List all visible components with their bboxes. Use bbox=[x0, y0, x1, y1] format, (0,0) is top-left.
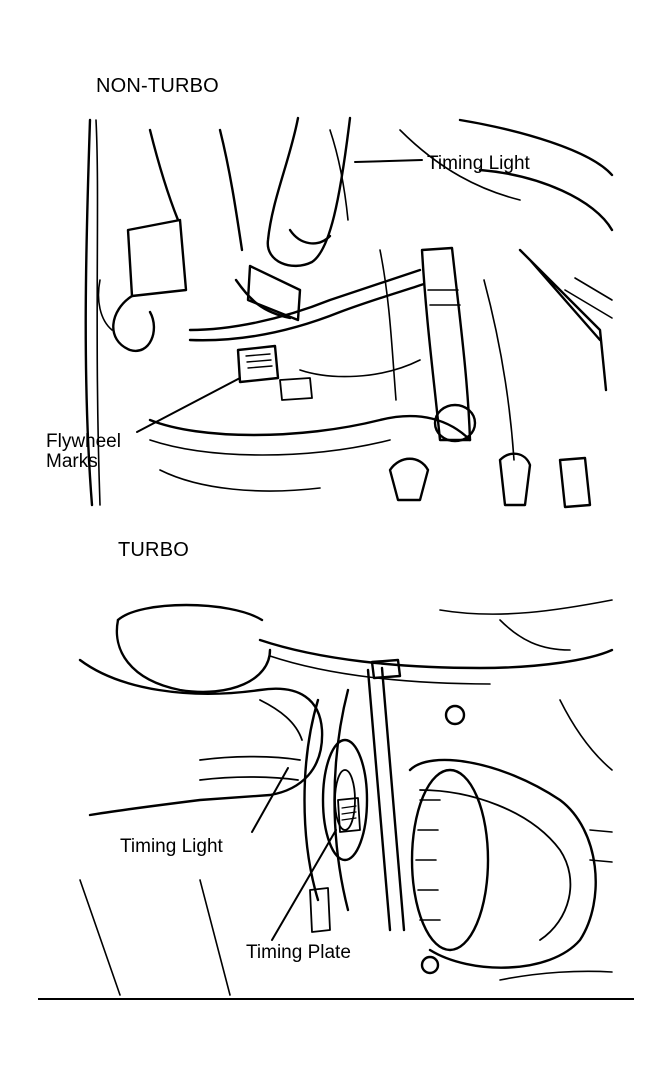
flywheel-marks-line-1: Flywheel bbox=[46, 431, 121, 452]
turbo-timing-light-label: Timing Light bbox=[120, 836, 223, 857]
turbo-timing-plate-label: Timing Plate bbox=[246, 942, 351, 963]
non-turbo-flywheel-marks-label: Flywheel Marks bbox=[46, 432, 121, 472]
turbo-title: TURBO bbox=[118, 539, 189, 561]
non-turbo-timing-light-label: Timing Light bbox=[427, 153, 530, 174]
non-turbo-title: NON-TURBO bbox=[96, 75, 219, 97]
turbo-illustration bbox=[78, 599, 614, 996]
bottom-divider bbox=[38, 998, 634, 1000]
flywheel-marks-line-2: Marks bbox=[46, 450, 98, 472]
non-turbo-illustration bbox=[84, 116, 614, 509]
